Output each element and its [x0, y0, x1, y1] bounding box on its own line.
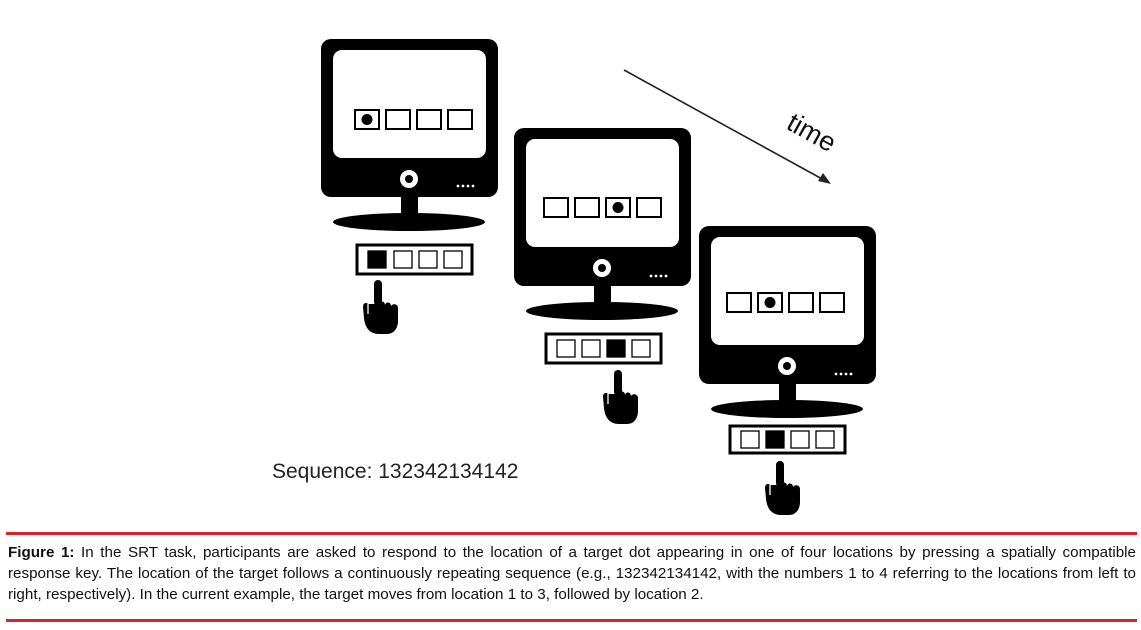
pointing-hand-icon-1	[363, 280, 398, 334]
figure-caption: Figure 1: In the SRT task, participants …	[8, 542, 1136, 605]
caption-text: In the SRT task, participants are asked …	[8, 544, 1136, 603]
monitor-2	[514, 128, 691, 320]
pointing-hand-icon-2	[603, 370, 638, 424]
monitor-3	[699, 226, 876, 418]
response-keys-3	[730, 426, 845, 453]
srt-diagram: time	[0, 0, 1141, 530]
monitor-1	[321, 39, 498, 231]
figure-label: Figure 1:	[8, 544, 74, 561]
caption-bottom-rule	[6, 619, 1137, 622]
response-keys-2	[546, 334, 661, 363]
response-keys-1	[357, 245, 472, 274]
pointing-hand-icon-3	[765, 461, 800, 515]
caption-top-rule	[6, 532, 1137, 535]
sequence-label: Sequence: 132342134142	[272, 460, 518, 484]
time-label: time	[782, 107, 841, 158]
